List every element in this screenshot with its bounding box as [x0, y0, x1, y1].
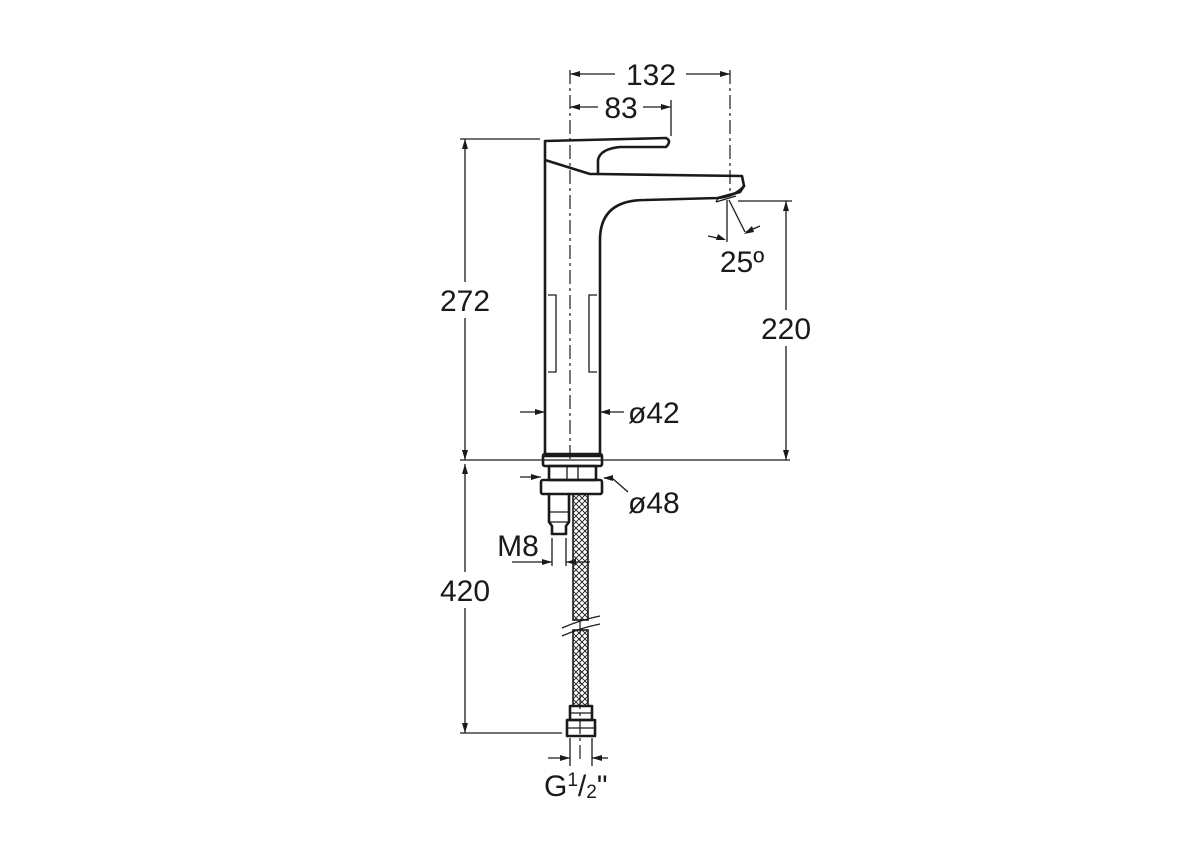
- dim-connection-thread: G1/2": [544, 770, 608, 803]
- flex-hose: [561, 493, 601, 738]
- dim-spout-height: 220: [761, 313, 811, 346]
- dimension-272: 272: [440, 138, 540, 460]
- dimension-83: 83: [570, 92, 672, 136]
- fixing-nut: [539, 478, 604, 496]
- dimension-m8: M8: [497, 530, 590, 566]
- dim-base-diameter: ø48: [628, 487, 680, 520]
- dimension-420: 420: [440, 464, 562, 734]
- dimension-o42: ø42: [520, 397, 680, 430]
- faucet-body: [539, 136, 746, 496]
- side-flat-left: [548, 294, 557, 373]
- spout-aerator: [716, 184, 746, 200]
- dimension-220: 220: [738, 200, 811, 460]
- side-flat-right: [588, 294, 597, 373]
- dim-fixing-thread: M8: [497, 530, 539, 563]
- dimension-o48: ø48: [520, 474, 680, 520]
- fixing-rod: [547, 492, 571, 536]
- dim-spray-angle: 25º: [720, 246, 764, 279]
- dim-hose-length: 420: [440, 575, 490, 608]
- dimension-25-angle: 25º: [707, 199, 764, 279]
- dim-spout-reach: 132: [626, 59, 676, 92]
- dim-total-height: 272: [440, 285, 490, 318]
- fixing-washer: [547, 464, 598, 482]
- dimension-132: 132: [570, 59, 730, 92]
- dim-lever-length: 83: [604, 92, 637, 125]
- lever-handle: [543, 136, 671, 176]
- dim-body-diameter: ø42: [628, 397, 680, 430]
- dimension-g-half-inch: G1/2": [544, 738, 608, 803]
